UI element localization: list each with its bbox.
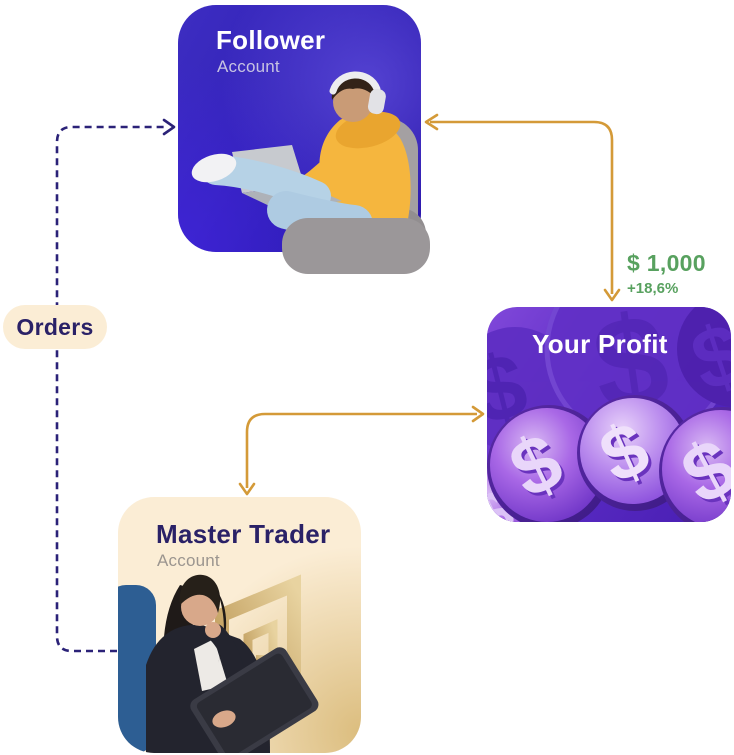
follower-card-title: Follower [216,25,326,55]
sneaker [191,153,237,183]
coin-left: $ $ [487,405,611,522]
orders-dashed-line [55,125,166,653]
arrowhead-down-into-profit-icon [603,288,621,302]
master-trader-person [146,574,319,753]
hand-at-chin [205,622,221,638]
arrowhead-into-follower-icon [162,118,176,136]
profit-amount: $ 1,000 [627,250,706,276]
head [333,82,373,122]
orders-pill: Orders [3,305,107,349]
armchair-armrest [282,218,430,274]
master-trader-card-subtitle: Account [157,551,220,570]
headphones-icon [329,71,381,95]
arrowhead-right-into-profit-icon [471,405,485,423]
hair-strand [217,591,227,663]
watermark-coins: $ $ $ [487,307,731,451]
follower-photo-illustration [191,71,430,274]
profit-indicator: $ 1,000 +18,6% [627,250,706,297]
orders-pill-label: Orders [16,313,94,340]
master-trader-card-title: Master Trader [156,519,331,549]
headphone-earcup [367,88,386,115]
profit-coins-illustration: $ $ $ $ $ $ $ $ [487,307,731,522]
master-trader-photo-illustration [118,574,319,753]
your-profit-card: $ $ $ $ $ $ $ $ [487,307,731,522]
your-profit-card-title: Your Profit [532,329,668,359]
coin-right: $ $ [659,407,731,522]
follower-profit-line [430,120,614,294]
follower-card-subtitle: Account [217,57,280,76]
follower-card: Follower Account [178,5,430,274]
hair-front [179,574,221,613]
profit-change-percent: +18,6% [627,280,679,297]
follower-person [191,71,411,243]
jeans-leg-horizontal [201,155,331,211]
shirt [194,639,228,691]
arrowhead-left-into-follower-icon [424,113,439,131]
master-trader-card: Master Trader Account [118,497,361,753]
tablet-icon [190,647,319,753]
hand-holding-tablet [212,710,236,728]
arrowhead-down-into-master-icon [238,482,256,496]
master-profit-line [245,412,477,488]
